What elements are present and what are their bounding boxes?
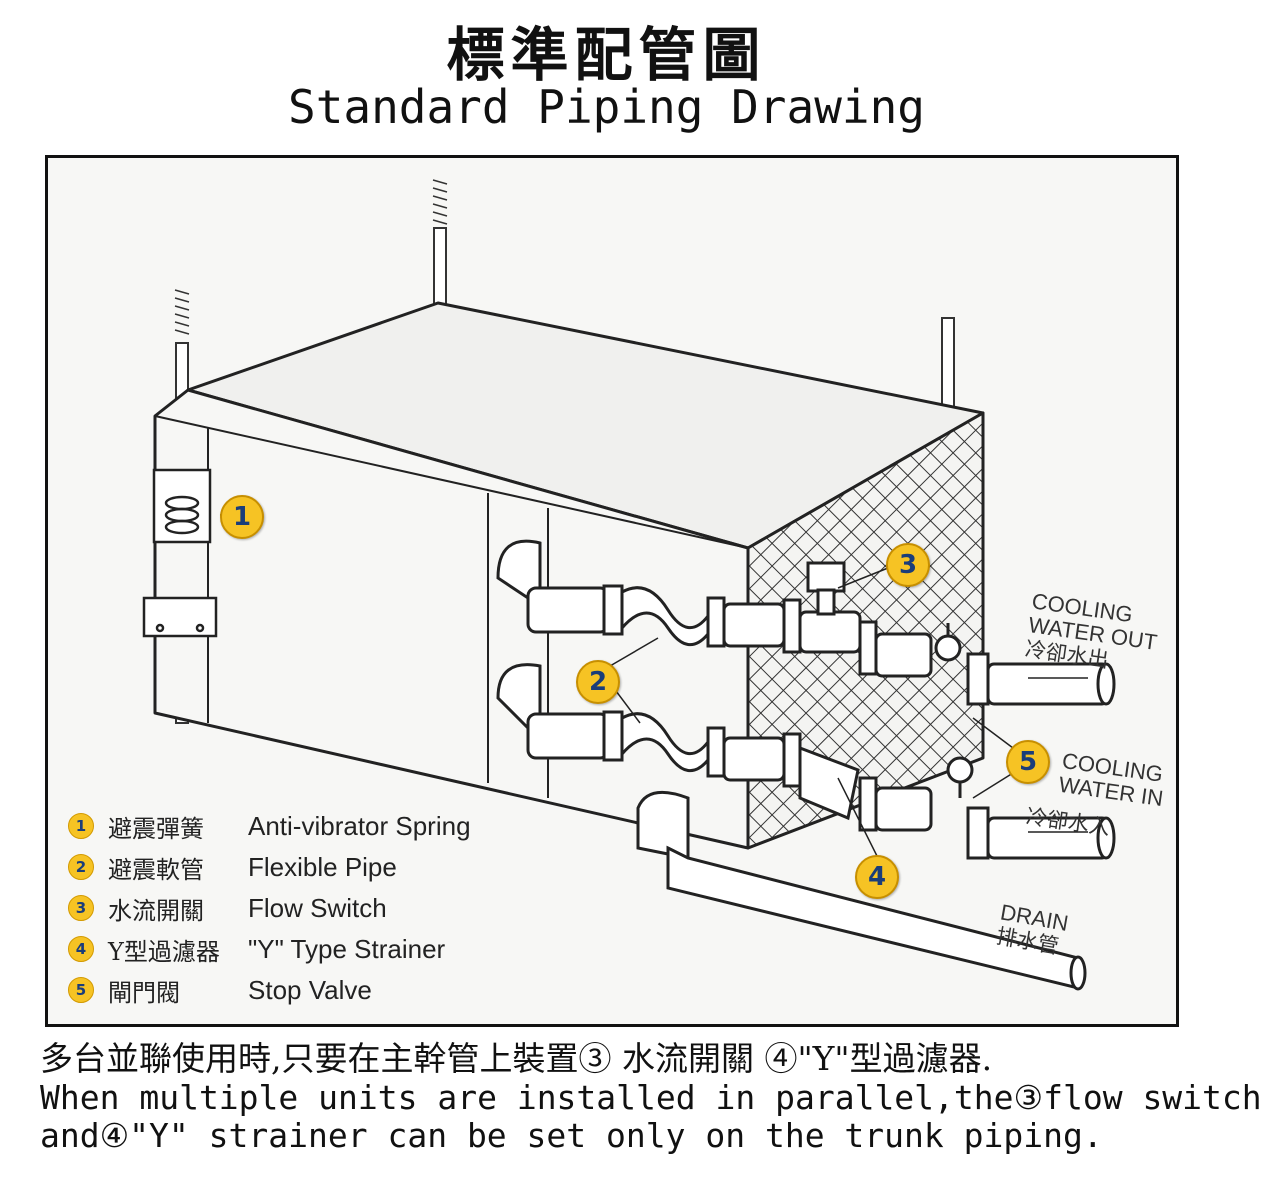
legend-label-zh: 閘門閥 [108,978,180,1007]
legend-number: 2 [68,854,94,880]
page-title-zh: 標準配管圖 [446,21,767,89]
legend-number: 1 [68,813,94,839]
legend-number: 3 [68,895,94,921]
legend-item: 2 避震軟管 Flexible Pipe [68,849,397,885]
page-title-en: Standard Piping Drawing [288,80,925,134]
legend-item: 3 水流開關 Flow Switch [68,890,387,926]
callout-1: 1 [220,495,264,539]
legend-number: 4 [68,936,94,962]
note-zh: 多台並聯使用時,只要在主幹管上裝置③ 水流開關 ④"Y"型過濾器. [40,1039,993,1078]
legend-label-en: Anti-vibrator Spring [248,810,471,841]
legend-label-zh: 水流開關 [108,896,204,925]
legend-label-en: "Y" Type Strainer [248,933,446,964]
lower-pipe [496,663,1116,860]
callout-5: 5 [1006,740,1050,784]
callout-2: 2 [576,660,620,704]
legend-item: 4 Y型過濾器 "Y" Type Strainer [68,931,445,967]
legend-label-zh: 避震軟管 [108,855,204,884]
legend-label-en: Stop Valve [248,974,372,1005]
note-en-line1: When multiple units are installed in par… [40,1078,1262,1117]
legend-number: 5 [68,977,94,1003]
legend-item: 5 閘門閥 Stop Valve [68,972,372,1008]
callout-4: 4 [855,855,899,899]
note-en-line2: and④"Y" strainer can be set only on the … [40,1116,1103,1155]
diagram-frame: 1 2 3 4 5 COOLING WATER OUT 冷卻水出 COOLING… [45,155,1179,1027]
spring-mount [142,468,218,638]
drain-pipe [636,790,1087,991]
legend-label-en: Flexible Pipe [248,851,397,882]
callout-3: 3 [886,543,930,587]
legend-label-zh: Y型過濾器 [108,937,220,966]
piping-illustration [142,179,1116,991]
legend-label-zh: 避震彈簧 [108,814,204,843]
chiller-unit [153,301,985,850]
upper-pipe [496,539,1116,706]
legend-label-en: Flow Switch [248,892,387,923]
legend-item: 1 避震彈簧 Anti-vibrator Spring [68,808,471,844]
